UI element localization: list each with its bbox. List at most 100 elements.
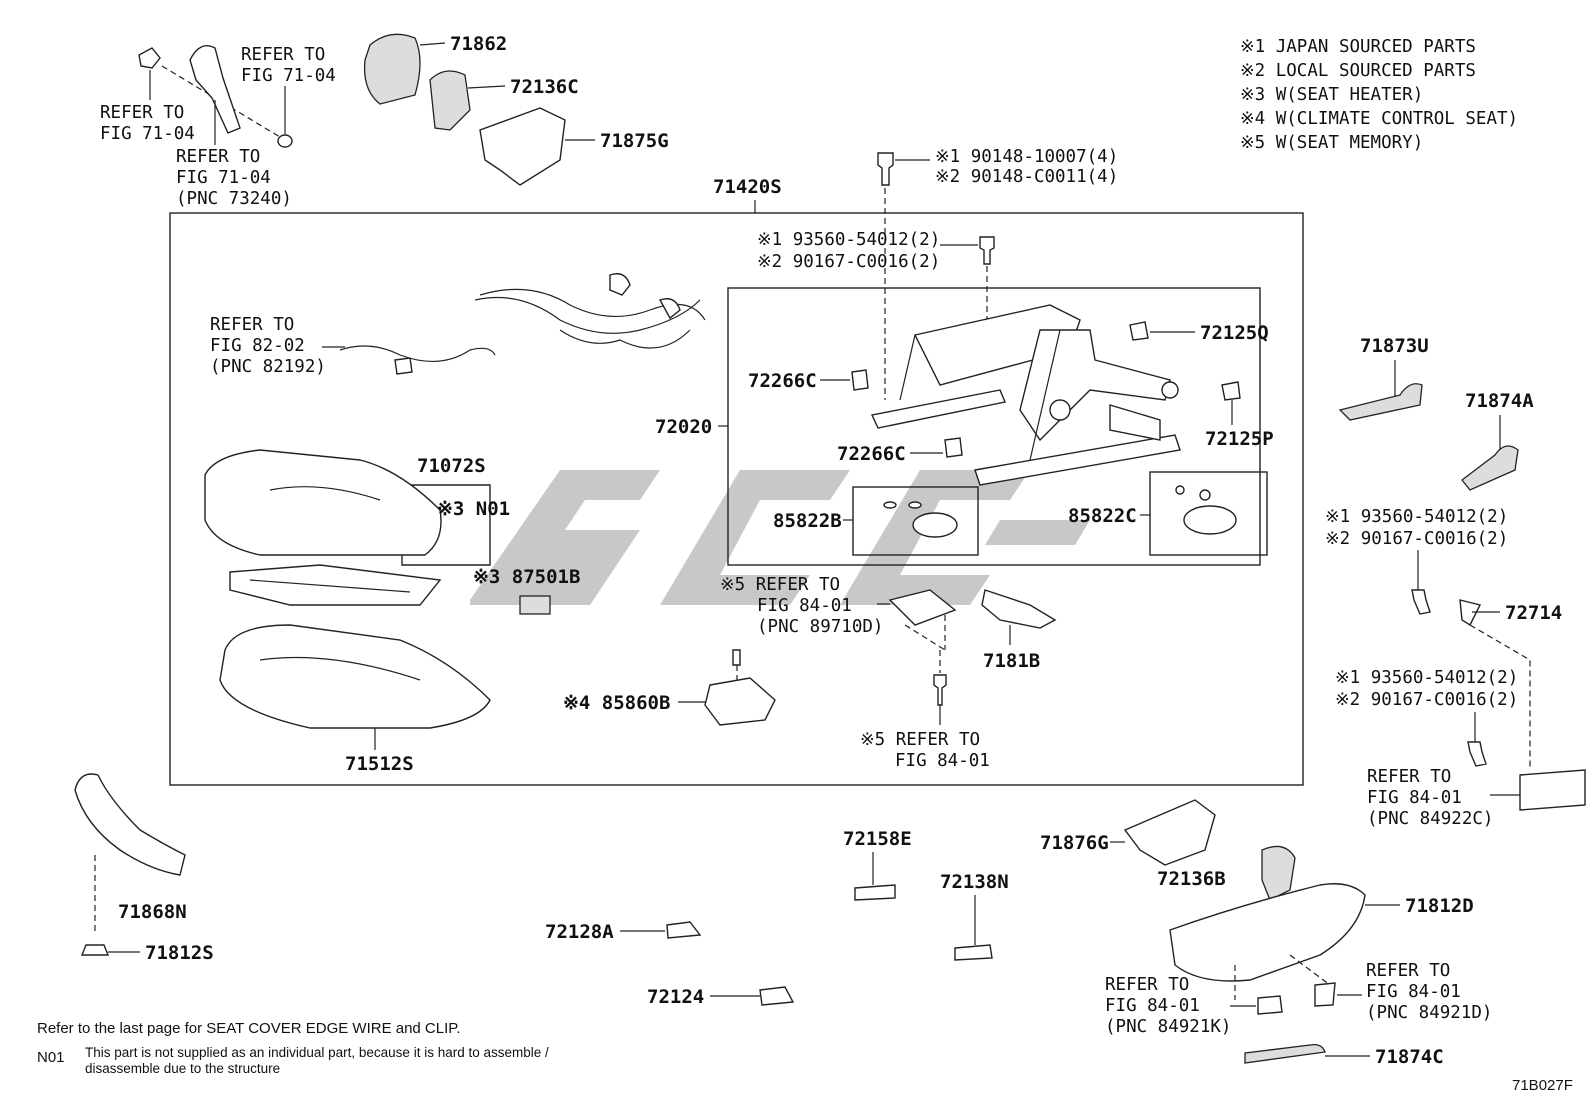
bolt-93560-c-l1: ※1 93560-54012(2) [1335,668,1518,688]
label-72125p: 72125P [1205,428,1274,450]
refer-71-04-c-l2: FIG 71-04 [176,168,271,188]
refer-84922c-l2: FIG 84-01 [1367,788,1462,808]
label-72138n: 72138N [940,871,1009,893]
wire-harness: REFER TO FIG 82-02 (PNC 82192) [210,273,706,377]
motor-85822c-box [1149,471,1268,556]
part-71862: 71862 [363,33,507,105]
bolt-93560-b: ※1 93560-54012(2) ※2 90167-C0016(2) 7271… [1325,507,1562,770]
part-72125p: 72125P [1205,381,1274,450]
label-72128a: 72128A [545,921,614,943]
part-72136b: 72136B [1157,845,1296,901]
label-72136c: 72136C [510,76,579,98]
label-72124: 72124 [647,986,704,1008]
part-71812s: 71812S [80,942,214,964]
part-71812d: 71812D [1169,883,1474,1015]
legend-item-2: ※2 LOCAL SOURCED PARTS [1240,61,1476,81]
part-85860b: ※4 85860B [563,649,776,726]
watermark-logo [470,470,1090,605]
refer-82-02-l3: (PNC 82192) [210,357,326,377]
part-71875g: 71875G [479,107,669,186]
bolt-ref-84-01: ※5 REFER TO FIG 84-01 [860,650,990,771]
refer-71-04-a-l1: REFER TO [241,45,325,65]
note-n01-code: N01 [37,1049,65,1066]
label-85860b: ※4 85860B [563,692,670,714]
label-72020: 72020 [655,416,712,438]
ecu-89710d: ※5 REFER TO FIG 84-01 (PNC 89710D) [720,575,957,651]
bolt-93560-a: ※1 93560-54012(2) ※2 90167-C0016(2) [757,230,995,330]
legend-item-5: ※5 W(SEAT MEMORY) [1240,133,1423,153]
refer-84921k-l1: REFER TO [1105,975,1189,995]
part-71873u: 71873U [1338,335,1429,421]
bolt-93560-c: ※1 93560-54012(2) ※2 90167-C0016(2) REFE… [1335,668,1586,829]
bolt-93560-b-l2: ※2 90167-C0016(2) [1325,529,1508,549]
part-72020-frame: 72020 [655,304,1181,486]
refer-71-04-c-l1: REFER TO [176,147,260,167]
label-71862: 71862 [450,33,507,55]
note-n01-line2: disassemble due to the structure [85,1061,280,1076]
label-71876g: 71876G [1040,832,1109,854]
note-n01-line1: This part is not supplied as an individu… [85,1045,549,1060]
label-72714: 72714 [1505,602,1562,624]
part-72124: 72124 [647,986,795,1008]
label-71512s: 71512S [345,753,414,775]
refer-71-04-b-l2: FIG 71-04 [100,124,195,144]
label-71874c: 71874C [1375,1046,1444,1068]
legend-item-4: ※4 W(CLIMATE CONTROL SEAT) [1240,109,1518,129]
label-7181b: 7181B [983,650,1040,672]
part-72158e: 72158E [843,828,912,901]
refer-89710d-l1: ※5 REFER TO [720,575,840,595]
refer-84921k: REFER TO FIG 84-01 (PNC 84921K) [1105,975,1256,1037]
label-85822c: 85822C [1068,505,1137,527]
part-87501b: ※3 87501B [473,566,580,615]
label-71072s: 71072S [417,455,486,477]
refer-84-01-a-l1: ※5 REFER TO [860,730,980,750]
label-87501b: ※3 87501B [473,566,580,588]
refer-84921k-l2: FIG 84-01 [1105,996,1200,1016]
part-71876g: 71876G [1040,799,1216,866]
part-71874a: 71874A [1461,390,1534,491]
refer-84921k-l3: (PNC 84921K) [1105,1017,1231,1037]
part-71512s: 71512S [219,624,491,775]
label-n01: ※3 N01 [437,498,510,520]
refer-84922c-l1: REFER TO [1367,767,1451,787]
legend: ※1 JAPAN SOURCED PARTS ※2 LOCAL SOURCED … [1240,37,1518,153]
label-71420s: 71420S [713,176,782,198]
refer-84921d: REFER TO FIG 84-01 (PNC 84921D) [1337,961,1492,1023]
part-72266c-a: 72266C [748,369,869,392]
bolt-93560-c-l2: ※2 90167-C0016(2) [1335,690,1518,710]
refer-89710d-l2: FIG 84-01 [757,596,852,616]
refer-82-02-l2: FIG 82-02 [210,336,305,356]
label-71812d: 71812D [1405,895,1474,917]
part-85822c: 85822C [1068,485,1237,535]
refer-84921d-l3: (PNC 84921D) [1366,1003,1492,1023]
refer-84921d-l2: FIG 84-01 [1366,982,1461,1002]
refer-84922c-l3: (PNC 84922C) [1367,809,1493,829]
refer-71-04-c-l3: (PNC 73240) [176,189,292,209]
part-72136c: 72136C [429,70,579,131]
part-71874c: 71874C [1244,1044,1444,1068]
part-7181b: 7181B [981,589,1057,672]
refer-84921d-l1: REFER TO [1366,961,1450,981]
part-72266c-b: 72266C [837,437,963,465]
bolt-90148-l1: ※1 90148-10007(4) [935,147,1118,167]
assembly-frame-box [169,212,1304,786]
refer-71-04-a-l2: FIG 71-04 [241,66,336,86]
bolt-90148-l2: ※2 90148-C0011(4) [935,167,1118,187]
legend-item-3: ※3 W(SEAT HEATER) [1240,85,1423,105]
part-72125q: 72125Q [1129,321,1269,344]
label-72266c-a: 72266C [748,370,817,392]
heater-mat [229,564,442,606]
label-71874a: 71874A [1465,390,1534,412]
figure-code: 71B027F [1512,1077,1573,1094]
refer-89710d-l3: (PNC 89710D) [757,617,883,637]
bolt-93560-a-l2: ※2 90167-C0016(2) [757,252,940,272]
bolt-93560-b-l1: ※1 93560-54012(2) [1325,507,1508,527]
label-71875g: 71875G [600,130,669,152]
top-left-group: REFER TO FIG 71-04 REFER TO FIG 71-04 RE… [100,45,336,209]
refer-84-01-a-l2: FIG 84-01 [895,751,990,771]
note-refer-last-page: Refer to the last page for SEAT COVER ED… [37,1020,461,1037]
legend-item-1: ※1 JAPAN SOURCED PARTS [1240,37,1476,57]
label-71873u: 71873U [1360,335,1429,357]
label-85822b: 85822B [773,510,842,532]
